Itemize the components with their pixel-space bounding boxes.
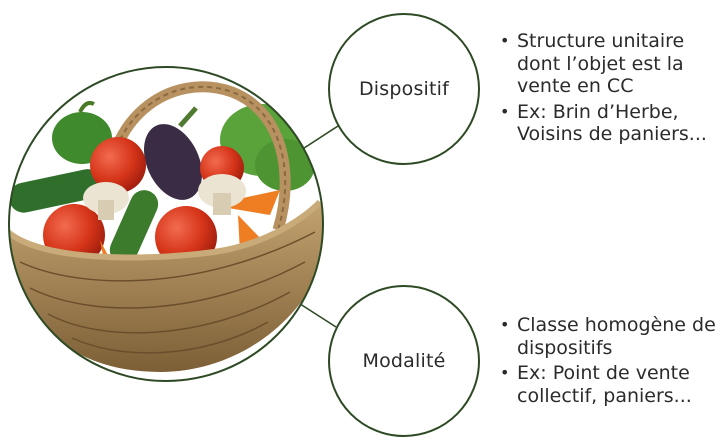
basket-image <box>0 60 340 390</box>
node-label-modalite: Modalité <box>336 350 472 372</box>
bullet-item: Ex: Point de vente collectif, paniers... <box>500 362 720 407</box>
node-label-dispositif: Dispositif <box>336 78 472 100</box>
bullet-item: Structure unitaire dont l’objet est la v… <box>500 30 720 98</box>
bullet-list-modalite: Classe homogène de dispositifs Ex: Point… <box>500 314 720 410</box>
bullet-item: Ex: Brin d’Herbe, Voisins de paniers... <box>500 101 720 146</box>
bullet-item: Classe homogène de dispositifs <box>500 314 720 359</box>
bullet-list-dispositif: Structure unitaire dont l’objet est la v… <box>500 30 720 149</box>
